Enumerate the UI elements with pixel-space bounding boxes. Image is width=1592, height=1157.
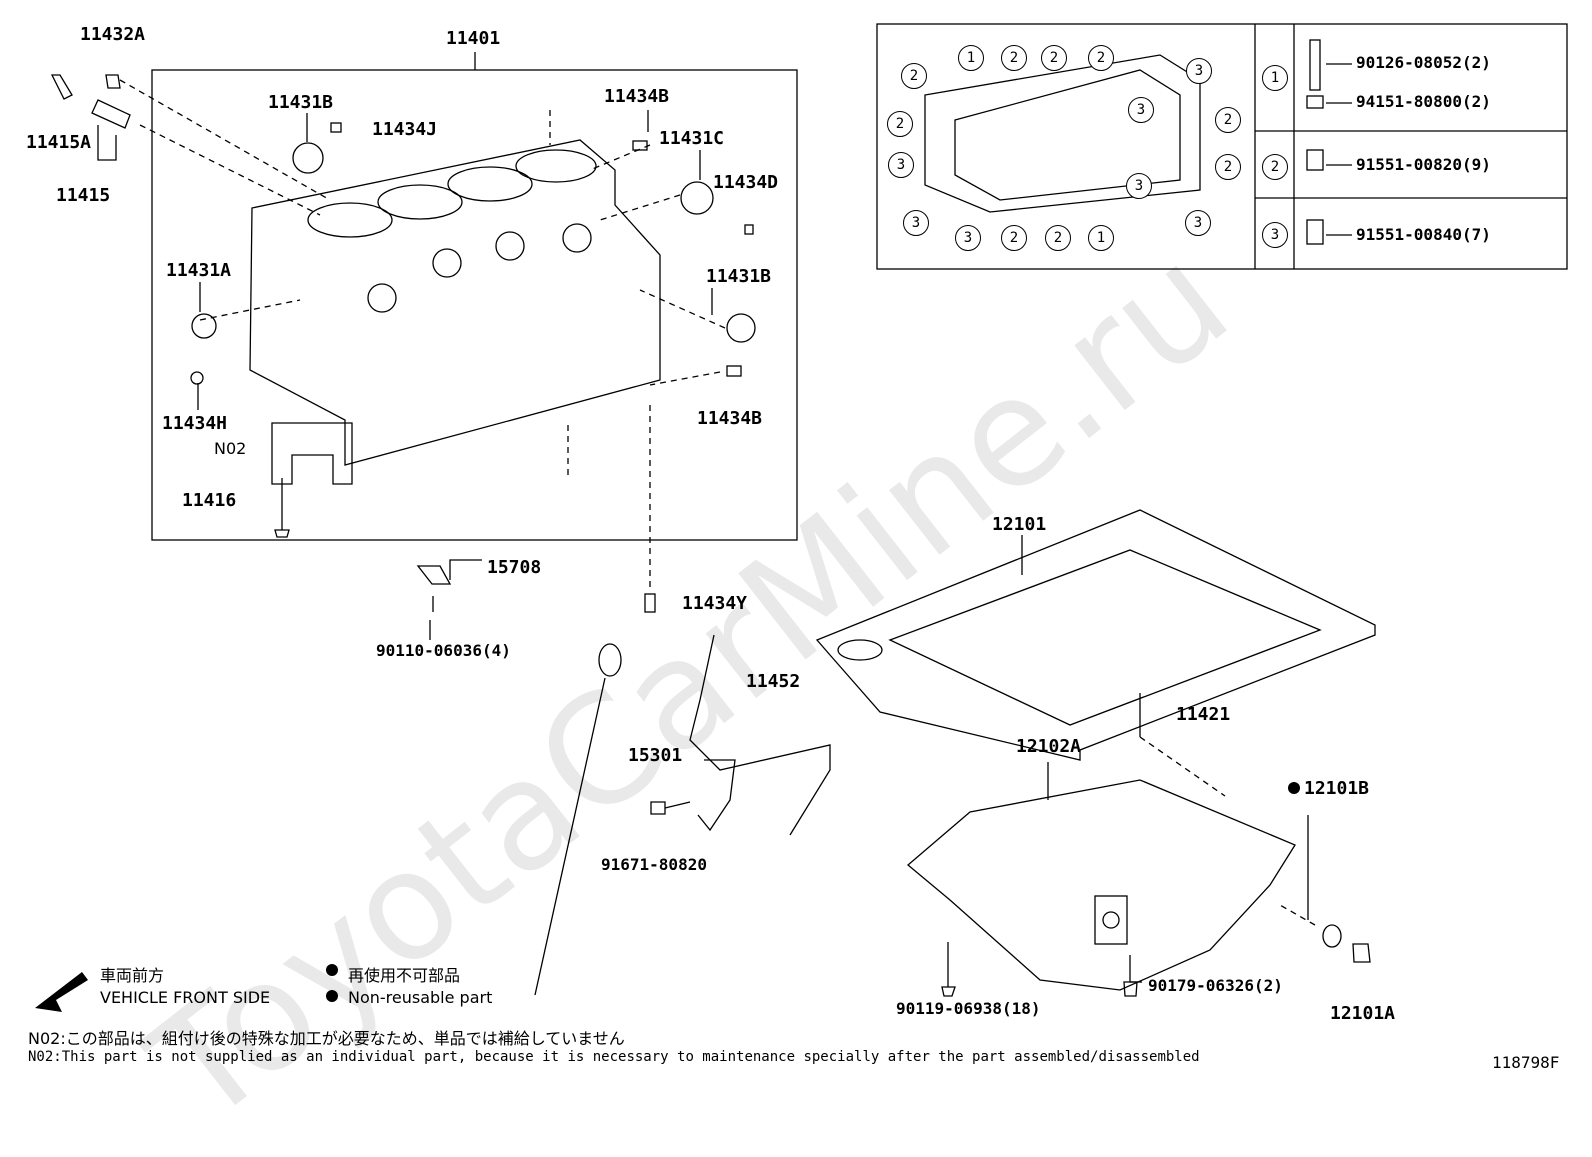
part-label-90179: 90179-06326(2) bbox=[1148, 976, 1283, 995]
callout-3: 3 bbox=[955, 225, 981, 251]
bolt-table-drawing bbox=[876, 23, 1568, 270]
callout-2: 2 bbox=[1215, 107, 1241, 133]
part-label-11434D: 11434D bbox=[713, 172, 779, 193]
vehicle-front-label-en: VEHICLE FRONT SIDE bbox=[100, 988, 271, 1007]
part-label-90110: 90110-06036(4) bbox=[376, 641, 511, 660]
diagram-drawing bbox=[35, 23, 1568, 1012]
bolt-part-number: 91551-00820(9) bbox=[1356, 155, 1491, 174]
part-label-15708: 15708 bbox=[487, 557, 542, 578]
callout-3: 3 bbox=[888, 152, 914, 178]
oil-pan-lower-sketch bbox=[906, 779, 1296, 991]
callout-2: 2 bbox=[887, 111, 913, 137]
parts-diagram: ToyotaCarMine.ru bbox=[26, 23, 1568, 1157]
callout-3: 3 bbox=[903, 210, 929, 236]
part-label-11401: 11401 bbox=[446, 28, 501, 49]
part-label-15301: 15301 bbox=[628, 745, 683, 766]
label-leaders bbox=[197, 52, 1049, 800]
nonreuse-dot-3 bbox=[1288, 782, 1300, 794]
part-label-11431B: 11431B bbox=[268, 92, 334, 113]
callout-2: 2 bbox=[901, 63, 927, 89]
callout-1: 1 bbox=[958, 45, 984, 71]
part-label-11421: 11421 bbox=[1176, 704, 1231, 725]
plug-sketches bbox=[190, 122, 756, 385]
part-label-11432A: 11432A bbox=[80, 24, 146, 45]
callout-2: 2 bbox=[1001, 45, 1027, 71]
callout-2: 2 bbox=[1041, 45, 1067, 71]
bolt-part-number: 91551-00840(7) bbox=[1356, 225, 1491, 244]
bolt-table-row-num: 3 bbox=[1262, 222, 1288, 248]
bearing-cap-sketch bbox=[271, 422, 353, 538]
callout-2: 2 bbox=[1045, 225, 1071, 251]
part-label-91671: 91671-80820 bbox=[601, 855, 707, 874]
figure-id: 118798F bbox=[1492, 1053, 1560, 1072]
cylinder-block-sketch bbox=[249, 139, 661, 466]
bolt-table-row-num: 2 bbox=[1262, 154, 1288, 180]
part-label-12101A: 12101A bbox=[1330, 1003, 1396, 1024]
part-label-11415: 11415 bbox=[56, 185, 111, 206]
callout-2: 2 bbox=[1001, 225, 1027, 251]
bolt-part-number: 90126-08052(2) bbox=[1356, 53, 1491, 72]
part-label-11434B: 11434B bbox=[604, 86, 670, 107]
callout-3: 3 bbox=[1126, 173, 1152, 199]
bolt-table-row-num: 1 bbox=[1262, 65, 1288, 91]
callout-3: 3 bbox=[1186, 58, 1212, 84]
part-label-11434J: 11434J bbox=[372, 119, 438, 140]
part-label-90119: 90119-06938(18) bbox=[896, 999, 1041, 1018]
callout-1: 1 bbox=[1088, 225, 1114, 251]
oil-pan-upper-sketch bbox=[815, 509, 1376, 761]
small-parts bbox=[50, 74, 1371, 997]
callout-3: 3 bbox=[1185, 210, 1211, 236]
part-label-11434Y: 11434Y bbox=[682, 593, 748, 614]
callout-3: 3 bbox=[1128, 97, 1154, 123]
nonreusable-label-en: Non-reusable part bbox=[348, 988, 493, 1007]
bolt-part-number: 94151-80800(2) bbox=[1356, 92, 1491, 111]
vehicle-front-label-jp: 車両前方 bbox=[100, 966, 165, 985]
part-label-N02: N02 bbox=[214, 439, 247, 458]
callout-2: 2 bbox=[1215, 154, 1241, 180]
dipstick-sketch bbox=[534, 634, 831, 996]
nonreusable-label-jp: 再使用不可部品 bbox=[348, 966, 461, 985]
part-label-11431A: 11431A bbox=[166, 260, 232, 281]
front-arrow bbox=[35, 972, 88, 1012]
part-label-11452: 11452 bbox=[746, 671, 801, 692]
nonreuse-dot-1 bbox=[326, 964, 338, 976]
n02-note-jp: N02:この部品は、組付け後の特殊な加工が必要なため、単品では補給していません bbox=[28, 1029, 625, 1048]
part-label-11434H: 11434H bbox=[162, 413, 228, 434]
part-label-11431C: 11431C bbox=[659, 128, 725, 149]
part-label-12101B: 12101B bbox=[1304, 778, 1370, 799]
callout-2: 2 bbox=[1088, 45, 1114, 71]
part-label-12101: 12101 bbox=[992, 514, 1047, 535]
part-label-11434B: 11434B bbox=[697, 408, 763, 429]
part-label-11431B: 11431B bbox=[706, 266, 772, 287]
part-label-11416: 11416 bbox=[182, 490, 237, 511]
part-label-12102A: 12102A bbox=[1016, 736, 1082, 757]
nonreuse-dot-2 bbox=[326, 990, 338, 1002]
n02-note-en: N02:This part is not supplied as an indi… bbox=[28, 1049, 1200, 1065]
part-label-11415A: 11415A bbox=[26, 132, 92, 153]
